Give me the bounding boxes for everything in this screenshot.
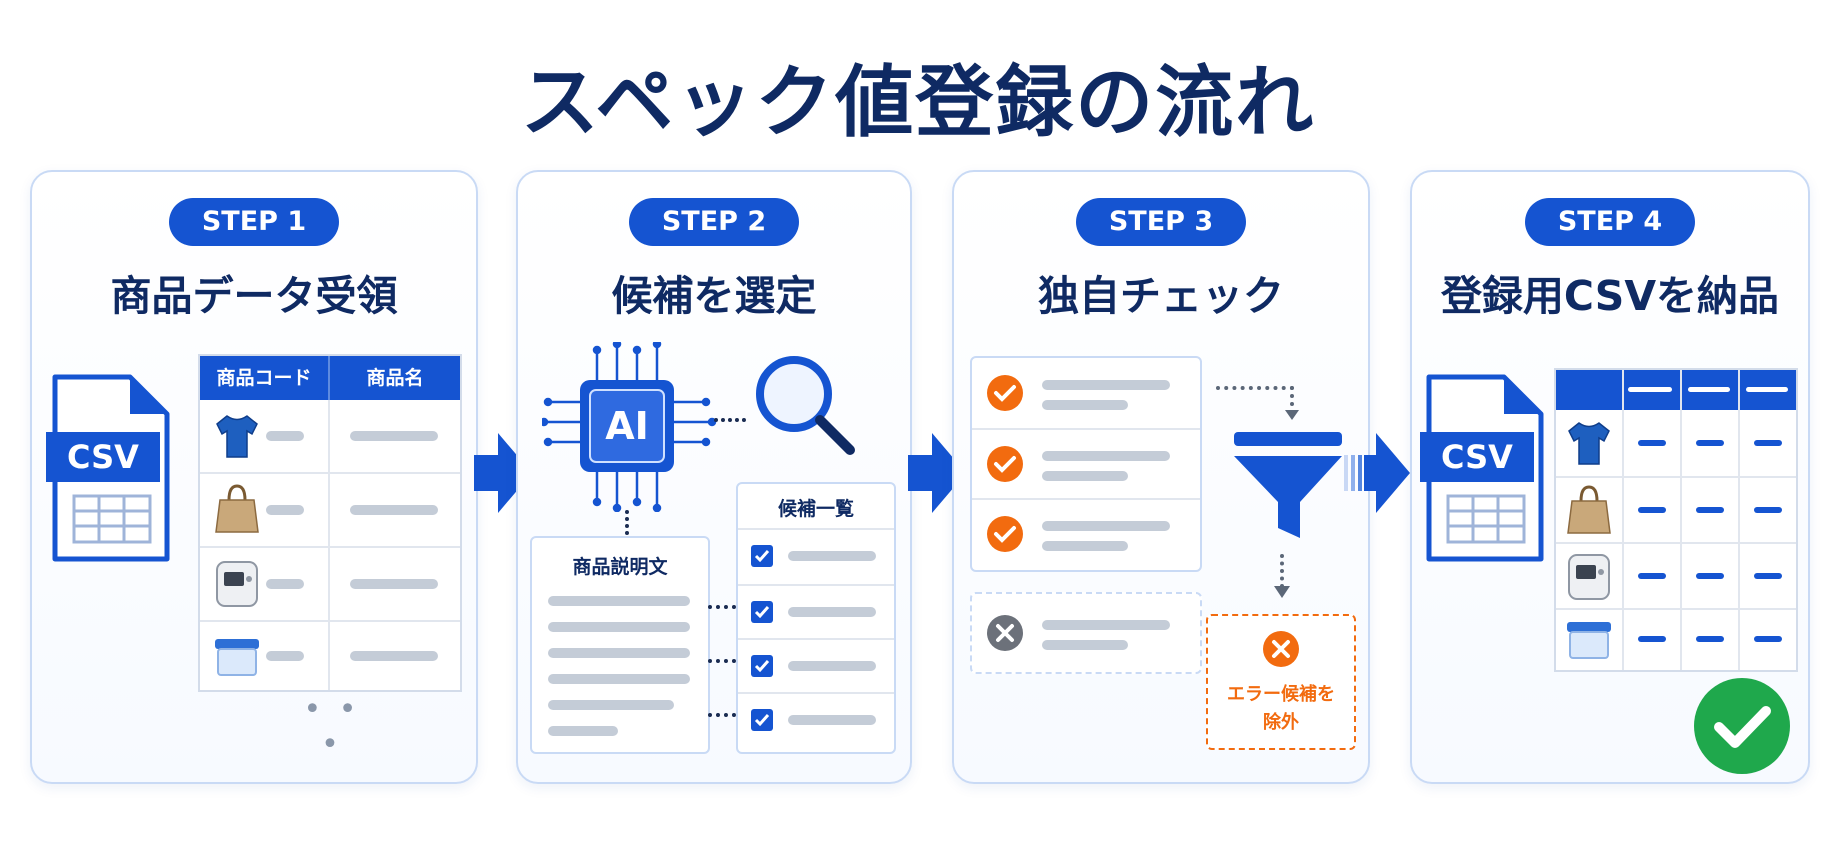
check-circle-icon <box>987 375 1023 411</box>
step3-badge: STEP 3 <box>1076 198 1246 246</box>
rice-cooker-icon <box>216 561 258 607</box>
candidate-item <box>738 694 894 748</box>
ai-chip-icon <box>542 342 717 512</box>
csv-file-icon: CSV <box>46 374 172 564</box>
container-icon <box>215 639 259 676</box>
step2-panel: STEP 2 候補を選定 AI 商品説明文 <box>516 170 912 784</box>
check-circle-icon <box>987 516 1023 552</box>
candidate-list: 候補一覧 <box>736 482 896 754</box>
page-title: スペック値登録の流れ <box>520 58 1316 148</box>
tshirt-icon <box>216 415 258 458</box>
table-row <box>200 474 460 548</box>
rice-cooker-icon <box>1568 554 1610 600</box>
header-product-name: 商品名 <box>366 367 424 389</box>
checkbox-checked-icon <box>751 601 773 623</box>
product-table: 商品コード 商品名 <box>198 354 462 692</box>
candidate-item <box>738 586 894 640</box>
container-icon <box>1567 622 1611 659</box>
description-title: 商品説明文 <box>572 556 668 578</box>
check-item <box>972 500 1200 568</box>
table-row <box>1556 478 1796 544</box>
magnifier-icon <box>756 356 855 455</box>
csv-file-icon: CSV <box>1420 374 1546 564</box>
table-row <box>200 622 460 690</box>
step3-panel: STEP 3 独自チェック エ <box>952 170 1370 784</box>
checkbox-checked-icon <box>751 655 773 677</box>
check-circle-icon <box>987 446 1023 482</box>
checkbox-checked-icon <box>751 545 773 567</box>
table-header: 商品コード 商品名 <box>200 356 460 400</box>
arrow-right-icon <box>1344 433 1410 513</box>
table-row <box>200 400 460 474</box>
table-row <box>200 548 460 622</box>
check-item <box>972 358 1200 430</box>
error-label-line1: エラー候補を <box>1227 684 1335 705</box>
candidate-item <box>738 640 894 694</box>
x-circle-icon <box>1263 631 1299 667</box>
step1-badge: STEP 1 <box>169 198 339 246</box>
bag-icon <box>215 484 259 533</box>
table-row <box>1556 410 1796 478</box>
table-row <box>1556 544 1796 610</box>
check-list <box>970 356 1202 572</box>
step2-heading: 候補を選定 <box>611 272 817 320</box>
funnel-icon <box>1234 432 1342 538</box>
bag-icon <box>1567 485 1611 534</box>
complete-check-icon <box>1694 678 1790 774</box>
ai-label: AI <box>605 404 649 448</box>
arrow-right-icon <box>474 433 532 513</box>
step4-panel: STEP 4 登録用CSVを納品 CSV <box>1410 170 1810 784</box>
csv-label: CSV <box>46 432 160 482</box>
step4-badge: STEP 4 <box>1525 198 1695 246</box>
result-table <box>1554 368 1798 672</box>
tshirt-icon <box>1568 422 1610 465</box>
description-card: 商品説明文 <box>530 536 710 754</box>
table-row <box>1556 610 1796 668</box>
error-box: エラー候補を 除外 <box>1206 614 1356 750</box>
candidate-item <box>738 530 894 586</box>
checkbox-checked-icon <box>751 709 773 731</box>
check-item <box>972 430 1200 500</box>
x-circle-icon <box>987 615 1023 651</box>
rejected-item <box>970 592 1202 674</box>
header-product-code: 商品コード <box>216 367 312 389</box>
arrow-right-icon <box>908 433 966 513</box>
candidate-list-title: 候補一覧 <box>777 498 854 520</box>
csv-label: CSV <box>1420 432 1534 482</box>
step1-panel: STEP 1 商品データ受領 CSV 商品コード 商品名 <box>30 170 478 784</box>
error-label-line2: 除外 <box>1263 712 1299 733</box>
step4-heading: 登録用CSVを納品 <box>1440 272 1780 320</box>
more-dots: • • • <box>303 692 361 762</box>
step2-badge: STEP 2 <box>629 198 799 246</box>
step1-heading: 商品データ受領 <box>110 272 398 320</box>
step3-heading: 独自チェック <box>1038 272 1284 320</box>
